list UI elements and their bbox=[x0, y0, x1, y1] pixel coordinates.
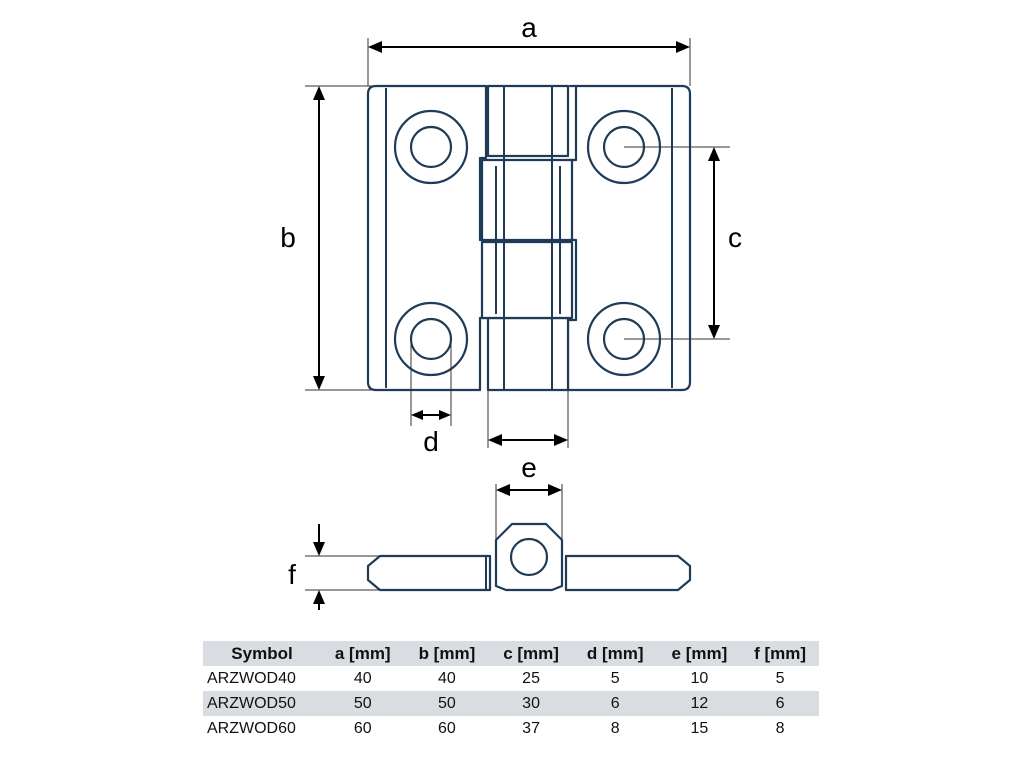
dimension-c: c bbox=[624, 146, 742, 340]
table-cell: 6 bbox=[775, 694, 785, 712]
column-header: e [mm] bbox=[671, 643, 728, 663]
table-cell: 60 bbox=[353, 719, 372, 737]
hinge-side-view bbox=[366, 522, 692, 592]
side-left-leaf bbox=[366, 554, 492, 592]
dimension-d: d bbox=[410, 339, 452, 457]
dimension-e-side: e bbox=[495, 452, 563, 540]
dimension-b-label: b bbox=[280, 222, 296, 253]
table-cell: 50 bbox=[438, 694, 456, 712]
table-cell: 30 bbox=[522, 694, 540, 712]
table-cell: 12 bbox=[690, 694, 709, 712]
hinge-top-view bbox=[366, 84, 692, 392]
table-cell: 25 bbox=[522, 669, 540, 687]
column-header: b [mm] bbox=[418, 643, 476, 663]
table-cell: 60 bbox=[438, 719, 456, 737]
table-header-row: Symbol a [mm] b [mm] c [mm] d [mm] e [mm… bbox=[203, 641, 819, 666]
side-right-leaf bbox=[564, 554, 692, 592]
dimension-e-label: e bbox=[521, 452, 537, 483]
dimension-f: f bbox=[288, 524, 380, 610]
table-cell: 37 bbox=[522, 719, 540, 737]
column-header: Symbol bbox=[231, 643, 293, 663]
table-cell: 40 bbox=[438, 669, 456, 687]
table-cell: 5 bbox=[775, 669, 785, 687]
table-cell: 10 bbox=[690, 669, 709, 687]
table-row: ARZWOD50 50 50 30 6 12 6 bbox=[203, 691, 819, 716]
screw-hole-bottom-left bbox=[393, 301, 469, 377]
column-header: c [mm] bbox=[503, 643, 559, 663]
table-cell: 8 bbox=[610, 719, 620, 737]
dimension-a: a bbox=[367, 12, 691, 86]
dimension-f-label: f bbox=[288, 559, 296, 590]
dimension-e-top bbox=[487, 390, 569, 448]
hinge-knuckle bbox=[480, 84, 574, 392]
table-cell: 6 bbox=[610, 694, 620, 712]
dimension-c-label: c bbox=[728, 222, 742, 253]
table-cell: 50 bbox=[353, 694, 372, 712]
table-cell: ARZWOD40 bbox=[207, 669, 296, 687]
table-cell: ARZWOD60 bbox=[207, 719, 296, 737]
table-cell: 5 bbox=[610, 669, 620, 687]
dimension-b: b bbox=[280, 85, 372, 391]
table-row: ARZWOD40 40 40 25 5 10 5 bbox=[203, 666, 819, 691]
dimension-a-label: a bbox=[521, 12, 537, 43]
hinge-technical-drawing: a b c d bbox=[280, 12, 742, 610]
column-header: f [mm] bbox=[754, 643, 807, 663]
column-header: d [mm] bbox=[586, 643, 644, 663]
table-cell: 8 bbox=[775, 719, 785, 737]
dimension-d-label: d bbox=[423, 426, 439, 457]
table-cell: 40 bbox=[353, 669, 372, 687]
column-header: a [mm] bbox=[334, 643, 391, 663]
table-cell: ARZWOD50 bbox=[207, 694, 296, 712]
table-row: ARZWOD60 60 60 37 8 15 8 bbox=[203, 716, 819, 741]
table-cell: 15 bbox=[690, 719, 709, 737]
dimensions-table: Symbol a [mm] b [mm] c [mm] d [mm] e [mm… bbox=[203, 641, 819, 741]
screw-hole-top-left bbox=[393, 109, 469, 185]
